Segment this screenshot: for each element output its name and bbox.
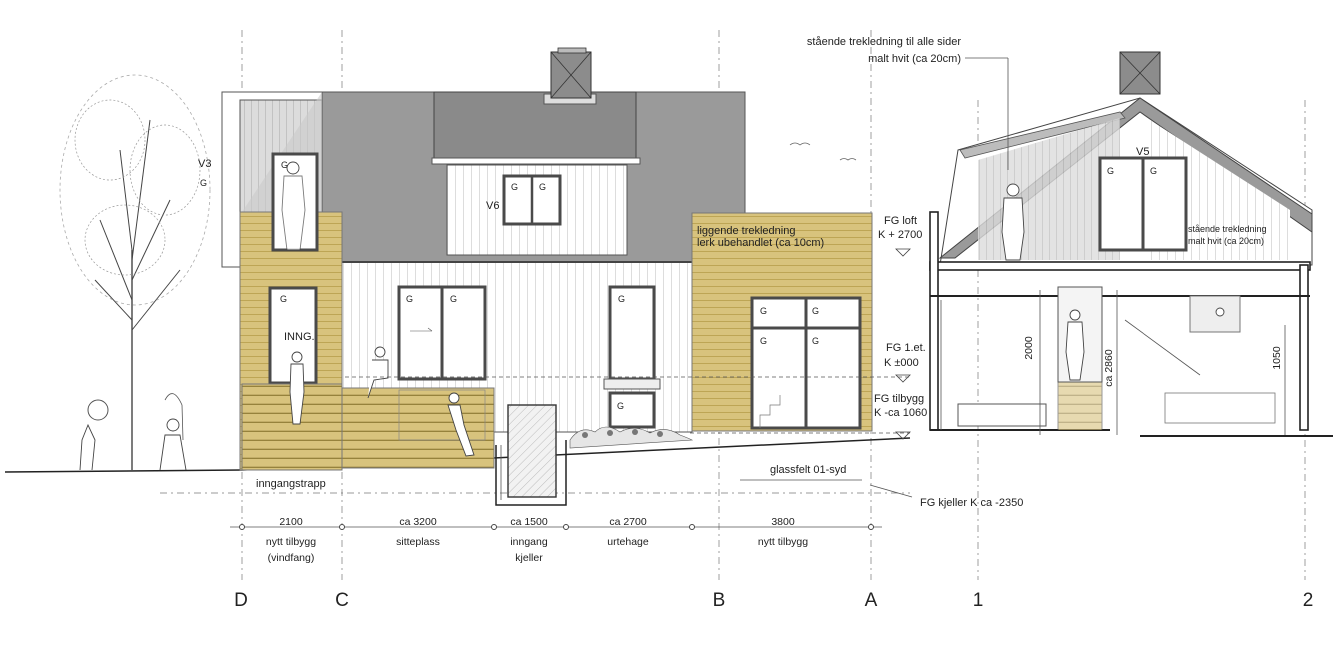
svg-text:kjeller: kjeller [515,552,543,564]
section-floors [929,211,1333,437]
level-addition-value: K -ca 1060 [874,407,927,419]
facade-window-right [603,285,661,429]
level-loft-value: K + 2700 [878,229,922,241]
note-standing-cladding-line1: stående trekledning til alle sider [807,36,961,48]
svg-text:G: G [281,160,288,170]
level-markers [345,248,911,440]
note-standing-cladding-right-line2: malt hvit (ca 20cm) [1188,236,1264,246]
svg-text:inngang: inngang [510,536,548,548]
svg-text:G: G [1107,166,1114,176]
height-2000: 2000 [1023,336,1035,360]
svg-text:urtehage: urtehage [607,536,649,548]
dimension-3800: 3800 nytt tilbygg [758,516,808,548]
tree-illustration [59,74,211,470]
axis-label-a: A [865,590,878,611]
children-figures [79,393,187,471]
basement-entrance [495,404,567,506]
svg-text:G: G [200,178,207,188]
glass-marks: G G G G G G G G G G G G G G G [200,160,1157,411]
window-label-v5: V5 [1136,146,1149,158]
svg-text:3800: 3800 [771,516,795,528]
level-loft-name: FG loft [884,215,917,227]
section-roof [938,51,1313,266]
svg-text:G: G [539,182,546,192]
svg-text:G: G [760,336,767,346]
axis-label-c: C [335,590,349,611]
dormer [446,164,628,256]
birds [789,142,857,161]
svg-text:2100: 2100 [279,516,303,528]
height-1050: 1050 [1271,346,1283,370]
svg-text:G: G [812,336,819,346]
dimension-3200: ca 3200 sitteplass [396,516,440,548]
note-leaders [740,57,1009,498]
dimension-1500: ca 1500 inngang kjeller [510,516,548,564]
svg-text:G: G [406,294,413,304]
svg-text:G: G [511,182,518,192]
herb-garden-plants [569,426,694,449]
svg-text:G: G [760,306,767,316]
window-label-v6: V6 [486,200,499,212]
axis-label-2: 2 [1303,590,1314,611]
dimension-2700: ca 2700 urtehage [607,516,649,548]
axis-label-b: B [713,590,726,611]
svg-text:G: G [1150,166,1157,176]
svg-text:ca 3200: ca 3200 [399,516,437,528]
note-horizontal-cladding-line2: lerk ubehandlet (ca 10cm) [697,237,824,249]
svg-text:G: G [450,294,457,304]
note-standing-cladding-right-line1: stående trekledning [1188,224,1267,234]
svg-text:G: G [618,294,625,304]
level-first-name: FG 1.et. [886,342,926,354]
level-addition-name: FG tilbygg [874,393,924,405]
axis-label-1: 1 [973,590,984,611]
svg-text:nytt tilbygg: nytt tilbygg [266,536,316,548]
people-figures [281,161,475,457]
note-standing-cladding-line2: malt hvit (ca 20cm) [868,53,961,65]
dimension-2100: 2100 nytt tilbygg (vindfang) [266,516,316,564]
svg-text:ca 2700: ca 2700 [609,516,647,528]
svg-text:G: G [812,306,819,316]
window-label-v3: V3 [198,158,211,170]
svg-text:nytt tilbygg: nytt tilbygg [758,536,808,548]
height-2860: ca 2860 [1103,349,1115,387]
svg-text:G: G [617,401,624,411]
level-first-value: K ±000 [884,357,919,369]
section-height-dimensions [940,290,1286,435]
svg-text:G: G [280,294,287,304]
svg-text:sitteplass: sitteplass [396,536,440,548]
axis-label-d: D [234,590,248,611]
svg-text:ca 1500: ca 1500 [510,516,548,528]
right-addition [691,212,873,432]
level-basement: FG kjeller K ca -2350 [920,497,1023,509]
dimension-line [230,524,882,530]
label-glassfelt: glassfelt 01-syd [770,464,846,476]
entrance-label: INNG. [284,331,315,343]
facade-window-large [397,285,487,381]
chimney [550,47,592,99]
svg-text:(vindfang): (vindfang) [268,552,315,564]
label-inngangstrapp: inngangstrapp [256,478,326,490]
note-horizontal-cladding-line1: liggende trekledning [697,225,795,237]
